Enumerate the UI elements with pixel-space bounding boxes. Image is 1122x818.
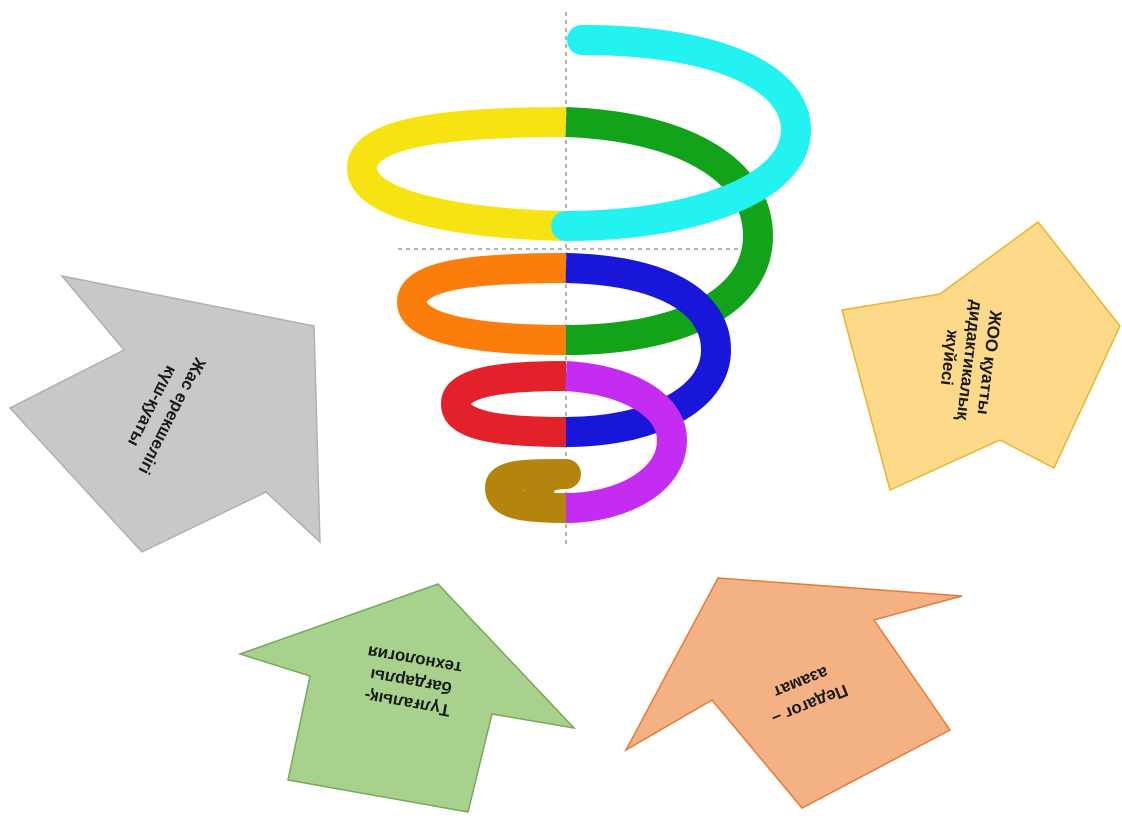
grey-arrow: Жас ерекшелігі күш-қуаты [8,274,321,553]
spiral-green-segment [565,107,774,355]
spiral-orange-segment [396,253,567,355]
spiral-olive-tail [525,459,581,503]
spiral-blue-segment [565,253,732,447]
spiral-red-segment [440,361,567,447]
orange-arrow: Педагог – азамат [624,577,963,809]
spiral-yellow-segment [346,107,567,241]
spiral-purple-segment [564,361,688,523]
spiral-cyan-segment [551,25,812,241]
green-arrow: Түлғалық- бағдарлы технология [237,583,577,813]
yellow-arrow: ЖОО қуатты дидактикалық жүйесі [841,220,1121,492]
